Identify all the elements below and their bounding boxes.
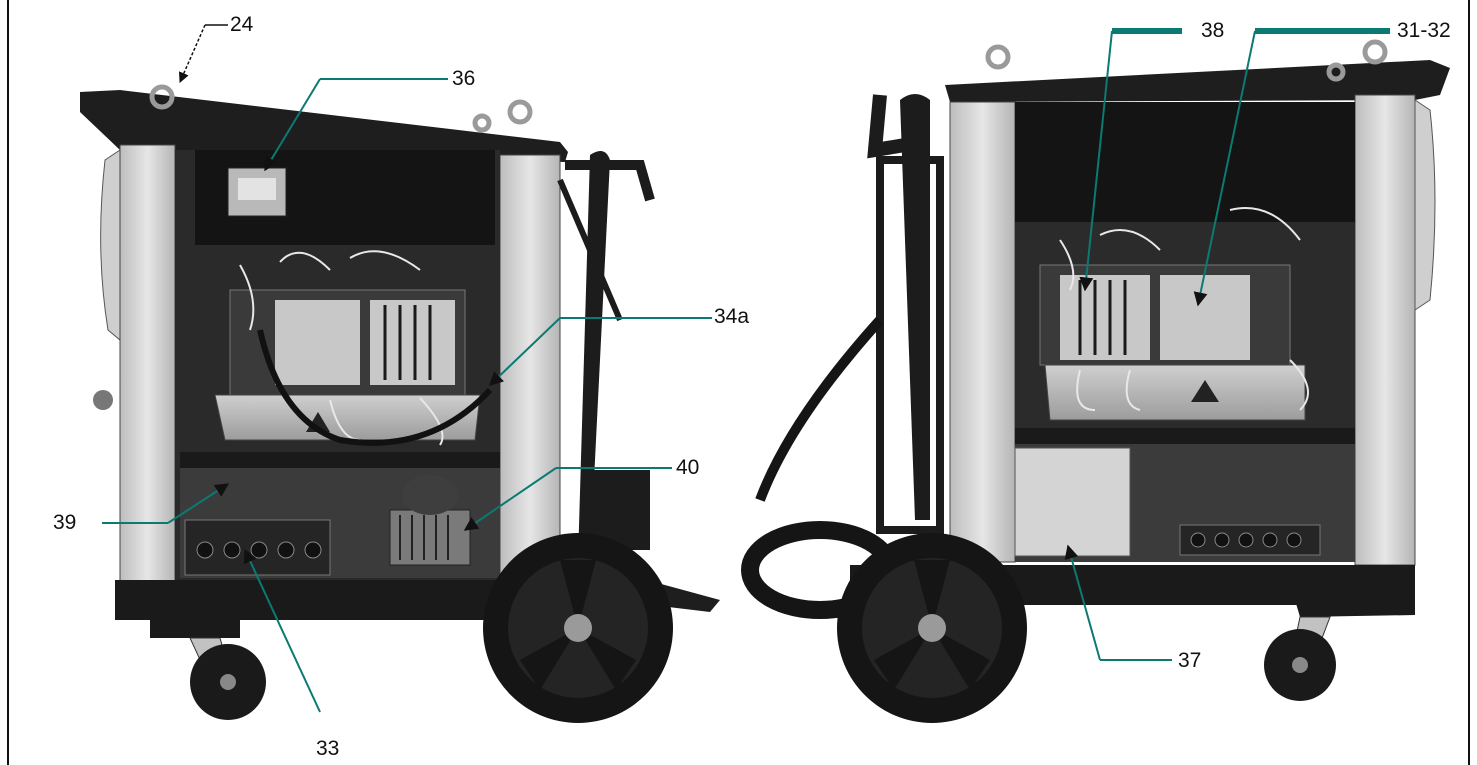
left-machine (80, 84, 720, 723)
leader-40 (463, 467, 672, 531)
callout-label-36: 36 (452, 67, 476, 90)
left-fan-housing (402, 475, 458, 515)
right-coolant-tank (1014, 447, 1131, 557)
right-warning-triangle (1191, 380, 1219, 402)
callout-label-39: 39 (53, 511, 77, 534)
left-cables (239, 250, 444, 446)
left-top-lid (80, 90, 568, 162)
left-pump-motor (389, 509, 471, 566)
left-power-cable (257, 329, 493, 446)
right-connector-sockets (1190, 532, 1302, 548)
frame-line-left (7, 0, 9, 765)
left-shelf (180, 452, 500, 468)
leader-24 (178, 24, 228, 83)
callout-label-34a: 34a (714, 305, 750, 328)
right-cables (1059, 207, 1309, 411)
right-base-plate (1044, 364, 1306, 421)
left-caster-mount (150, 618, 240, 638)
callout-label-31-32: 31-32 (1397, 19, 1451, 42)
left-lifting-eye (149, 84, 533, 133)
leader-34a (488, 317, 712, 386)
left-trolley-handle (578, 151, 610, 560)
callout-label-40: 40 (676, 456, 700, 479)
leader-31-32 (1193, 28, 1390, 307)
left-column-rear (499, 154, 561, 576)
left-front-panel (100, 149, 121, 342)
left-transformer-label-plate (238, 178, 276, 200)
right-caster-mount (1295, 595, 1415, 617)
leader-37 (1064, 544, 1172, 661)
left-side-knob (93, 390, 113, 410)
right-column-front (949, 101, 1016, 563)
right-heat-sinks (1060, 275, 1250, 360)
right-lifting-eye (985, 39, 1388, 82)
right-shelf (1015, 428, 1355, 444)
left-column-front (119, 144, 176, 586)
callout-label-38: 38 (1201, 19, 1225, 42)
right-machine (741, 39, 1450, 723)
frame-line-right (1468, 0, 1470, 765)
right-column-rear (1354, 94, 1416, 566)
callout-label-33: 33 (316, 737, 340, 760)
right-rear-panel (1414, 99, 1436, 311)
leader-38 (1079, 28, 1182, 292)
leader-39 (102, 483, 230, 524)
callout-label-37: 37 (1178, 649, 1202, 672)
right-trolley-handle (900, 94, 930, 520)
leader-36 (264, 78, 448, 172)
leader-33 (243, 548, 321, 713)
right-top-lid (945, 60, 1450, 102)
left-base-plate (214, 394, 481, 441)
right-upper-compartment (1015, 102, 1355, 222)
callout-label-24: 24 (230, 13, 254, 36)
right-cable-coil (755, 316, 884, 502)
